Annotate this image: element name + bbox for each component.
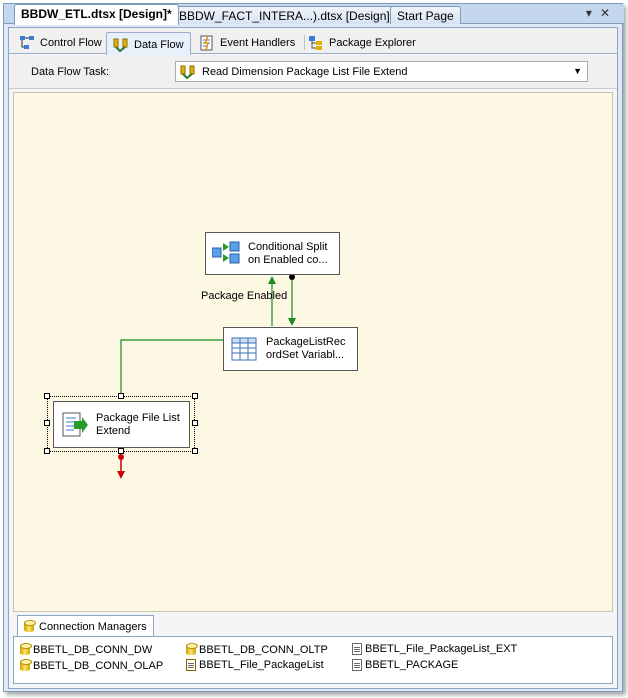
connection-manager-item[interactable]: BBETL_DB_CONN_OLTP	[186, 643, 328, 656]
resize-handle[interactable]	[44, 393, 50, 399]
tab-package-explorer[interactable]: Package Explorer	[302, 32, 422, 52]
data-flow-task-dropdown[interactable]: Read Dimension Package List File Extend …	[175, 61, 588, 82]
recordset-source-node[interactable]: PackageListRec ordSet Variabl...	[223, 327, 358, 371]
resize-handle[interactable]	[118, 448, 124, 454]
control-flow-icon	[19, 35, 35, 51]
package-explorer-icon	[308, 35, 324, 51]
connection-manager-label: BBETL_DB_CONN_OLAP	[33, 659, 164, 672]
selected-task-text: Read Dimension Package List File Extend	[202, 65, 408, 78]
file-connection-icon	[352, 643, 362, 655]
data-flow-icon	[113, 37, 129, 53]
connection-manager-label: BBETL_PACKAGE	[365, 659, 459, 671]
db-connection-icon	[24, 620, 36, 633]
document-tab-bbdw-etl[interactable]: BBDW_ETL.dtsx [Design]*	[14, 4, 179, 25]
connection-manager-item[interactable]: BBETL_DB_CONN_OLAP	[20, 659, 163, 672]
connection-managers-list: BBETL_DB_CONN_DW BBETL_DB_CONN_OLAP BBET…	[13, 636, 613, 684]
connection-managers-tab-strip: Connection Managers	[13, 615, 613, 637]
path-label-package-enabled: Package Enabled	[201, 290, 288, 302]
connection-manager-label: BBETL_DB_CONN_DW	[33, 643, 153, 656]
db-connection-icon	[20, 643, 32, 656]
tab-dropdown-icon[interactable]: ▾	[585, 6, 600, 20]
tab-label: Control Flow	[40, 37, 102, 49]
document-tab-strip: BBDW_ETL.dtsx [Design]* BBDW_FACT_INTERA…	[4, 4, 624, 25]
designer-window: BBDW_ETL.dtsx [Design]* BBDW_FACT_INTERA…	[3, 3, 624, 692]
resize-handle[interactable]	[192, 393, 198, 399]
flat-file-destination-icon	[60, 411, 88, 439]
resize-handle[interactable]	[118, 393, 124, 399]
tab-controls: ▾✕	[586, 6, 618, 20]
designer-tab-strip: Control Flow Data Flow Event Handlers	[9, 28, 617, 55]
dropdown-arrow-icon[interactable]: ▼	[573, 66, 582, 76]
recordset-icon	[230, 335, 258, 363]
resize-handle[interactable]	[44, 420, 50, 426]
tab-event-handlers[interactable]: Event Handlers	[193, 32, 306, 52]
data-flow-paths	[117, 274, 296, 479]
path-arrowhead	[288, 318, 296, 326]
connection-manager-label: BBETL_DB_CONN_OLTP	[199, 643, 328, 656]
flat-file-connection-icon	[186, 659, 196, 671]
package-designer: Control Flow Data Flow Event Handlers	[8, 27, 618, 689]
resize-handle[interactable]	[192, 448, 198, 454]
connection-manager-item[interactable]: BBETL_File_PackageList	[186, 659, 324, 671]
connection-manager-item[interactable]: BBETL_File_PackageList_EXT	[352, 643, 517, 655]
tab-label: Event Handlers	[220, 37, 296, 49]
document-tab-bbdw-fact[interactable]: BBDW_FACT_INTERA...).dtsx [Design]*	[172, 6, 402, 24]
tab-control-flow[interactable]: Control Flow	[13, 32, 112, 52]
path-arrowhead	[268, 276, 276, 284]
flat-file-destination-node[interactable]: Package File List Extend	[53, 401, 190, 448]
db-connection-icon	[186, 643, 198, 656]
data-flow-task-bar: Data Flow Task: Read Dimension Package L…	[9, 55, 617, 89]
connection-manager-item[interactable]: BBETL_DB_CONN_DW	[20, 643, 152, 656]
resize-handle[interactable]	[44, 448, 50, 454]
resize-handle[interactable]	[192, 420, 198, 426]
connection-manager-item[interactable]: BBETL_PACKAGE	[352, 659, 458, 671]
tab-data-flow[interactable]: Data Flow	[106, 32, 191, 55]
connection-manager-label: BBETL_File_PackageList	[199, 659, 324, 671]
event-handlers-icon	[199, 35, 215, 51]
error-origin-dot	[118, 454, 124, 460]
conditional-split-node[interactable]: Conditional Split on Enabled co...	[205, 232, 340, 275]
db-connection-icon	[20, 659, 32, 672]
tab-label: Package Explorer	[329, 37, 416, 49]
conditional-split-icon	[211, 240, 240, 268]
tab-label: Data Flow	[134, 38, 184, 51]
tab-label: Connection Managers	[39, 620, 147, 633]
error-arrowhead	[117, 471, 125, 479]
data-flow-canvas[interactable]: Conditional Split on Enabled co... Packa…	[13, 92, 613, 612]
data-flow-task-label: Data Flow Task:	[31, 66, 110, 78]
document-tab-start-page[interactable]: Start Page	[390, 6, 461, 24]
close-icon[interactable]: ✕	[599, 6, 618, 20]
path-recordset-to-destination	[120, 339, 223, 396]
file-connection-icon	[352, 659, 362, 671]
node-label: Package File List Extend	[96, 411, 180, 437]
tab-connection-managers[interactable]: Connection Managers	[17, 615, 154, 637]
data-flow-task-icon	[180, 64, 196, 80]
node-label: Conditional Split on Enabled co...	[248, 240, 328, 266]
node-label: PackageListRec ordSet Variabl...	[266, 336, 346, 361]
path-origin-dot	[289, 274, 295, 280]
connection-manager-label: BBETL_File_PackageList_EXT	[365, 643, 518, 655]
